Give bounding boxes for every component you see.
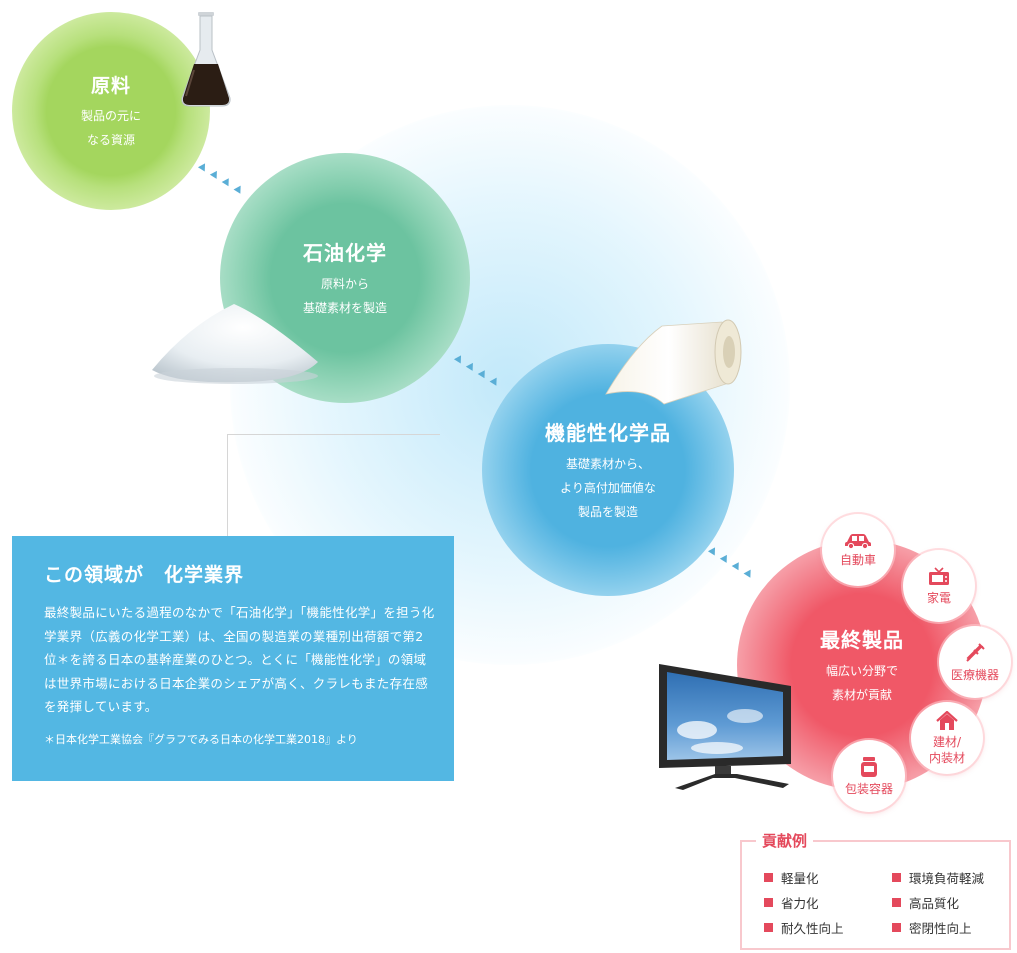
field-bubble-packaging: 包装容器 [833,740,905,812]
powder-pile-icon [152,304,318,384]
stage-final-desc-line: 幅広い分野で [825,663,898,678]
stage-final-desc-line: 素材が貢献 [831,687,892,702]
contribution-item: 密閉性向上 [892,918,1012,937]
field-label: 医療機器 [950,667,999,682]
contribution-item: 軽量化 [764,868,892,887]
stage-functional-desc-line: 製品を製造 [577,504,638,519]
arrow-icon [233,183,245,194]
stage-petro-title: 石油化学 [303,240,387,265]
stage-raw-desc: 製品の元に なる資源 [81,104,141,152]
industry-info-box: この領域が 化学業界 最終製品にいたる過程のなかで「石油化学」「機能性化学」を担… [12,536,454,781]
stage-functional-title: 機能性化学品 [545,420,671,445]
connector-line-h [227,434,440,435]
field-bubble-medical: 医療機器 [939,626,1011,698]
arrow-icon [221,176,233,187]
bullet-square-icon [764,923,773,932]
stage-raw-desc-line: 製品の元に [80,108,141,123]
stage-petro-desc-line: 原料から [320,276,369,291]
field-bubble-building: 建材/ 内装材 [911,702,983,774]
contribution-title: 貢献例 [756,830,814,851]
stage-functional-desc: 基礎素材から、 より高付加価値な 製品を製造 [560,452,656,524]
contribution-label: 省力化 [781,896,819,911]
stage-functional-desc-line: 基礎素材から、 [565,456,650,471]
stage-functional-circle: 機能性化学品 基礎素材から、 より高付加価値な 製品を製造 [482,344,734,596]
flow-arrows-1 [197,161,245,194]
contribution-item: 耐久性向上 [764,918,892,937]
field-label: 家電 [926,590,951,605]
field-label: 自動車 [839,552,876,567]
contribution-examples-box: 貢献例 軽量化 環境負荷軽減 省力化 高品質化 耐久性向上 密閉性向上 [740,830,1012,950]
field-label: 内装材 [928,750,965,765]
container-icon [861,756,877,777]
contribution-label: 耐久性向上 [781,921,844,936]
bullet-square-icon [892,873,901,882]
syringe-icon [966,642,985,662]
arrow-icon [743,567,755,578]
stage-raw-desc-line: なる資源 [86,132,135,147]
contribution-item: 高品質化 [892,893,1012,912]
car-icon [845,533,871,549]
stage-petro-desc: 原料から 基礎素材を製造 [303,272,387,320]
stage-functional-desc-line: より高付加価値な [560,480,656,495]
contribution-item: 環境負荷軽減 [892,868,1012,887]
stage-raw-title: 原料 [90,74,131,97]
connector-line-v [227,434,228,536]
contribution-list: 軽量化 環境負荷軽減 省力化 高品質化 耐久性向上 密閉性向上 [764,868,1012,937]
contribution-label: 高品質化 [909,896,960,911]
field-label: 建材/ [932,734,962,749]
bullet-square-icon [764,873,773,882]
stage-final-desc: 幅広い分野で 素材が貢献 [826,659,898,707]
info-footnote: ＊日本化学工業協会『グラフでみる日本の化学工業2018』より [44,732,358,746]
film-roll-icon [605,319,742,405]
stage-petro-desc-line: 基礎素材を製造 [302,300,387,315]
contribution-item: 省力化 [764,893,892,912]
television-icon [929,566,949,585]
arrow-icon [197,161,209,172]
tv-icon [659,664,791,790]
bullet-square-icon [892,923,901,932]
contribution-label: 軽量化 [781,871,819,886]
bullet-square-icon [892,898,901,907]
field-bubble-appliance: 家電 [903,550,975,622]
bullet-square-icon [764,898,773,907]
field-label: 包装容器 [844,781,893,796]
flask-icon [181,12,231,107]
contribution-label: 環境負荷軽減 [909,871,985,886]
arrow-icon [209,168,221,179]
stage-raw-circle: 原料 製品の元に なる資源 [12,12,210,210]
arrow-icon [731,560,743,571]
house-icon [936,710,958,730]
contribution-label: 密閉性向上 [909,921,972,936]
info-title: この領域が 化学業界 [44,564,245,586]
stage-final-title: 最終製品 [820,627,904,652]
field-bubble-car: 自動車 [822,514,894,586]
info-body: 最終製品にいたる過程のなかで「石油化学」「機能性化学」を担う化学業界（広義の化学… [44,605,435,714]
